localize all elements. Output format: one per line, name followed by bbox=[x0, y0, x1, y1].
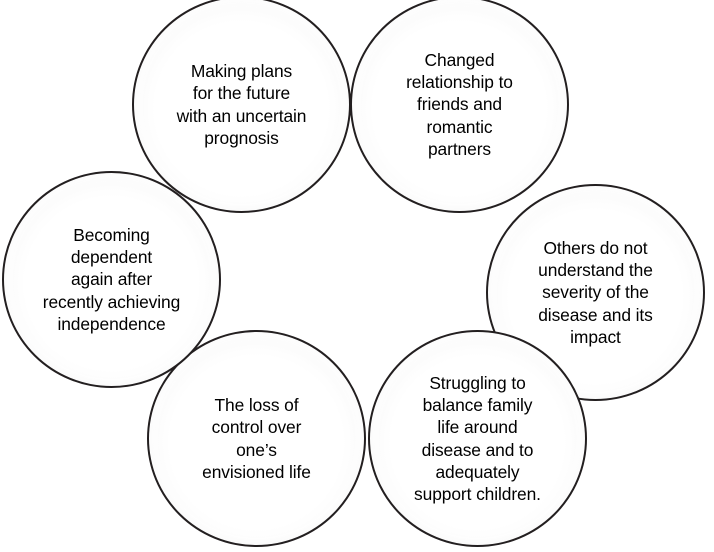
theme-circle-left: Becoming dependent again after recently … bbox=[2, 171, 221, 388]
theme-circle-bottom-right: Struggling to balance family life around… bbox=[368, 330, 587, 547]
theme-circle-label: Changed relationship to friends and roma… bbox=[406, 49, 513, 159]
theme-circle-label: Making plans for the future with an unce… bbox=[176, 60, 307, 148]
theme-circle-top-right: Changed relationship to friends and roma… bbox=[350, 0, 569, 213]
theme-circle-label: The loss of control over one’s envisione… bbox=[202, 394, 311, 482]
theme-circle-bottom-left: The loss of control over one’s envisione… bbox=[147, 330, 366, 547]
theme-circle-label: Others do not understand the severity of… bbox=[538, 237, 653, 347]
theme-circle-top-left: Making plans for the future with an unce… bbox=[132, 0, 351, 213]
theme-circle-label: Becoming dependent again after recently … bbox=[42, 224, 181, 334]
theme-circle-label: Struggling to balance family life around… bbox=[414, 372, 541, 505]
